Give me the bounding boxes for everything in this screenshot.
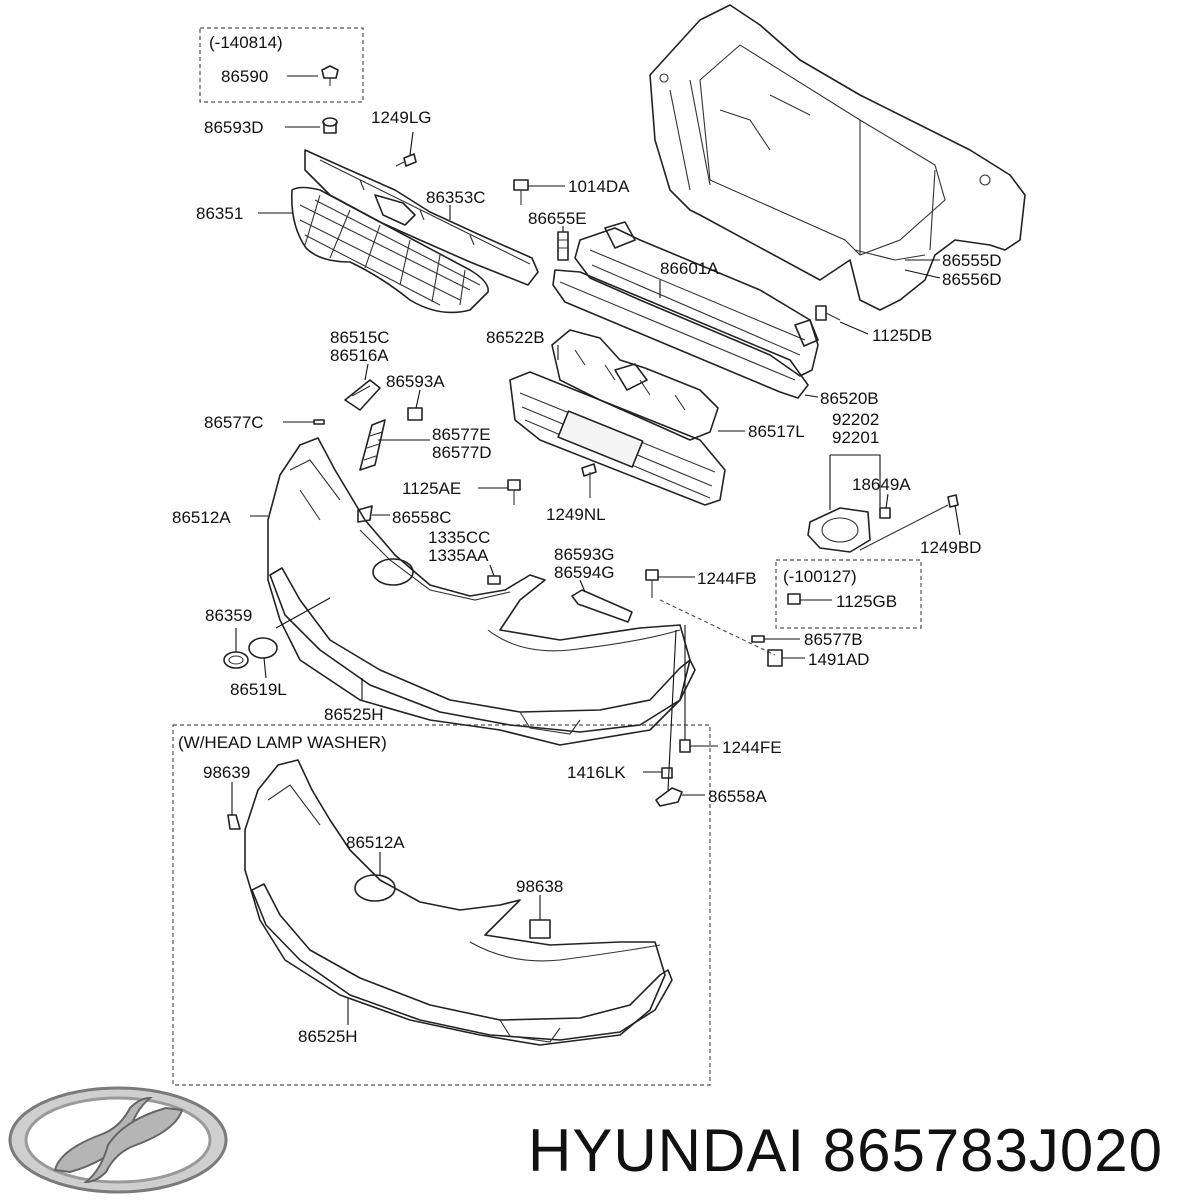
lower-lip-washer-86525H [251,883,673,1043]
label-86517L: 86517L [748,422,805,441]
label-86577C: 86577C [204,413,264,432]
label-86525H-washer: 86525H [298,1027,358,1046]
bolt-1125DB [815,305,841,321]
bolt-1125AE [507,479,521,505]
label-1125AE: 1125AE [402,479,461,498]
label-86353C: 86353C [426,188,486,207]
bracket-86577E [359,419,386,471]
part-number: 865783J020 [822,1117,1164,1184]
label-86520B: 86520B [820,389,879,408]
label-1491AD: 1491AD [808,650,869,669]
label-86519L: 86519L [230,680,287,699]
clip-86590 [321,65,339,86]
bracket-86593G [571,589,633,623]
bolt-1125GB [787,593,801,605]
emblem-86359 [223,651,249,669]
clip-1335CC [487,575,501,585]
label-86516A: 86516A [330,346,389,365]
screw-1249NL [581,463,597,498]
grille-support-86353C [304,149,539,286]
label-86512A: 86512A [172,508,231,527]
label-1335CC: 1335CC [428,528,490,547]
label-1244FB: 1244FB [697,569,757,588]
label-1249NL: 1249NL [546,505,606,524]
label-86593A: 86593A [386,372,445,391]
fog-lamp-92201 [807,507,871,553]
label-1014DA: 1014DA [568,177,630,196]
label-86359: 86359 [205,606,252,625]
label-98638: 98638 [516,877,563,896]
mesh-grille-86351 [290,186,489,314]
lower-grille-86517L [509,371,726,506]
label-86577D: 86577D [432,443,492,462]
clip-86655E [557,231,569,261]
bracket-86558A [655,787,683,807]
variant-box-top-left [199,27,364,103]
label-18649A: 18649A [852,475,911,494]
variant-label-washer: (W/HEAD LAMP WASHER) [178,733,387,752]
bolt-1249BD [859,494,959,551]
side-bracket-86515C [344,379,381,411]
label-1416LK: 1416LK [567,763,626,782]
bumper-cover-washer-86512A [244,759,666,1046]
label-1244FE: 1244FE [722,738,782,757]
front-bumper-cover-86512A [267,437,691,746]
front-end-carrier [649,4,1026,311]
label-86590: 86590 [221,67,268,86]
clip-86593A [407,407,423,421]
clip-86577B [751,635,765,643]
label-86601A: 86601A [660,259,719,278]
label-92201: 92201 [832,428,879,447]
bumper-beam-86520B [552,269,809,399]
variant-box-washer [172,724,711,1086]
label-86522B: 86522B [486,328,545,347]
bumper-absorber-86601A [574,221,819,377]
label-86594G: 86594G [554,563,615,582]
clip-86593D [322,117,338,134]
bolt-1244FB [645,569,659,598]
label-1249BD: 1249BD [920,538,981,557]
brand-name: HYUNDAI [528,1117,806,1184]
screw-18649A [879,507,891,519]
label-86351: 86351 [196,204,243,223]
label-98639: 98639 [203,763,250,782]
variant-box-right [775,559,922,629]
label-86558A: 86558A [708,787,767,806]
label-86577E: 86577E [432,425,491,444]
emblem-base-86519L [248,637,278,659]
label-86512A-washer: 86512A [346,833,405,852]
hyundai-logo [8,1086,228,1194]
bracket-86558C [357,505,373,523]
label-86558C: 86558C [392,508,452,527]
label-86555D: 86555D [942,251,1002,270]
screw-1249LG [395,153,417,167]
variant-label-right: (-100127) [783,567,857,586]
label-86556D: 86556D [942,270,1002,289]
label-86525H: 86525H [324,705,384,724]
label-86655E: 86655E [528,209,587,228]
label-86577B: 86577B [804,630,863,649]
label-86593D: 86593D [204,118,264,137]
nozzle-98639 [227,814,241,830]
label-1249LG: 1249LG [371,108,432,127]
label-86515C: 86515C [330,328,390,347]
bolt-1416LK [661,767,673,779]
bolt-1014DA [513,179,529,205]
variant-label-top-left: (-140814) [209,33,283,52]
label-92202: 92202 [832,410,879,429]
label-1335AA: 1335AA [428,546,489,565]
bolt-1244FE [679,739,691,753]
label-86593G: 86593G [554,545,615,564]
lower-lip-86525H [269,567,696,735]
clip-86577C [313,419,325,425]
brand-part-number: HYUNDAI 865783J020 [528,1116,1163,1185]
label-1125DB: 1125DB [872,326,932,345]
label-1125GB: 1125GB [836,592,897,611]
cap-98638 [529,919,551,939]
